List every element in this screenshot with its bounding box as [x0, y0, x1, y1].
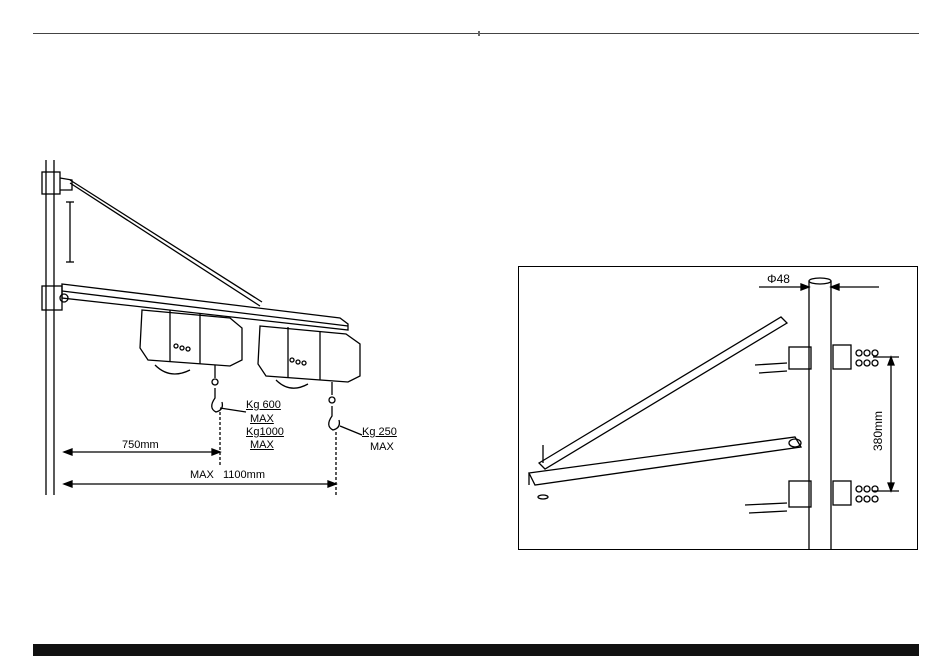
- top-clamp: [42, 172, 60, 194]
- hoist-1-capacity-alt-label: Kg1000: [246, 427, 284, 438]
- dim-750-label: 750mm: [122, 440, 159, 451]
- hoist-2-capacity-label: Kg 250: [362, 427, 397, 438]
- boom-arm: [62, 284, 348, 330]
- dim-1100-label: MAX 1100mm: [190, 470, 265, 481]
- bottom-clamp-half: [833, 481, 851, 505]
- hoist-2-hook: [329, 406, 340, 430]
- hoist-1-cable: [155, 365, 190, 374]
- top-clamp-half: [833, 345, 851, 369]
- hoist-1-max-label: MAX: [250, 414, 274, 425]
- bottom-bar: [33, 644, 919, 656]
- boom-hoist-diagram: Kg 600 MAX Kg1000 MAX Kg 250 MAX 750mm M…: [30, 150, 450, 505]
- hoist-1-capacity-label: Kg 600: [246, 400, 281, 411]
- tie-rod: [70, 180, 262, 302]
- page-mark: [478, 31, 480, 36]
- bottom-bolt: [745, 503, 787, 505]
- bottom-clamp: [42, 286, 62, 310]
- hoist-2-cable: [276, 380, 308, 388]
- top-bracket: [789, 347, 811, 369]
- top-rule: [33, 33, 919, 34]
- bottom-bracket: [789, 481, 811, 507]
- mounting-detail-diagram: Φ48 380mm: [518, 266, 918, 550]
- diagonal-brace: [539, 317, 787, 469]
- hoist-2-body: [258, 326, 360, 382]
- hoist-1-body: [140, 310, 242, 366]
- spacing-label: 380mm: [871, 411, 885, 451]
- top-bolt: [755, 363, 787, 365]
- diameter-label: Φ48: [767, 273, 790, 285]
- mounting-detail-drawing: [519, 267, 917, 549]
- hoist-2-max-label: MAX: [370, 442, 394, 453]
- hoist-1-max-alt-label: MAX: [250, 440, 274, 451]
